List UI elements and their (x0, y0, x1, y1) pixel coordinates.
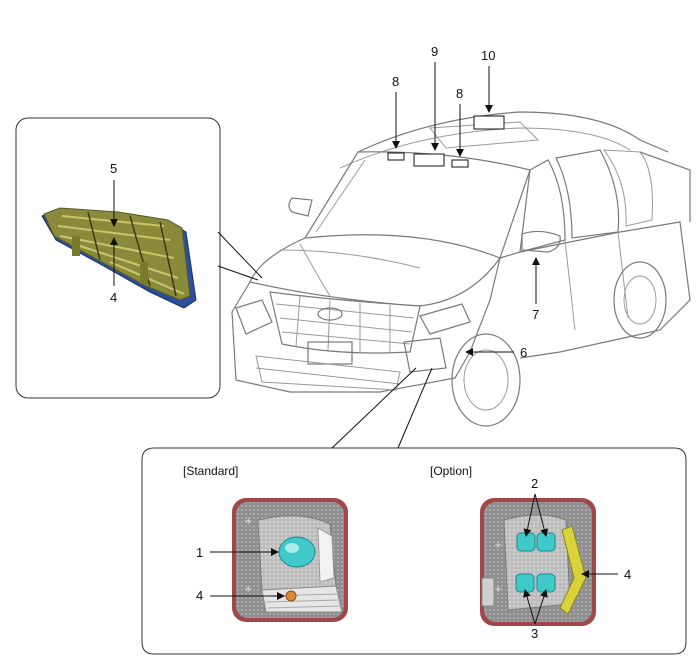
callout-1: 1 (196, 545, 203, 560)
bottom-panel-leader-right (397, 367, 433, 449)
arrow-3-left (523, 589, 536, 625)
svg-text:+: + (494, 540, 502, 551)
callout-8-left: 8 (392, 74, 399, 89)
sensor-box-8-right (451, 159, 469, 168)
callout-8-right: 8 (456, 86, 463, 101)
sensor-3-left (515, 573, 535, 593)
arrow-2-left (523, 493, 536, 537)
vehicle-outline (231, 111, 691, 427)
arrow-3-right (534, 589, 548, 625)
callout-5: 5 (110, 161, 117, 176)
caption-standard: [Standard] (183, 464, 238, 478)
callout-9: 9 (431, 44, 438, 59)
callout-3: 3 (531, 626, 538, 641)
sensor-1-highlight (285, 543, 299, 553)
bottom-panel-leader-left (331, 367, 417, 449)
sensor-box-10 (473, 115, 505, 130)
callout-2: 2 (531, 476, 538, 491)
radiator-grille-part (41, 207, 197, 309)
callout-4-inset: 4 (110, 290, 117, 305)
sensor-1-cyan (278, 536, 316, 568)
caption-option: [Option] (430, 464, 472, 478)
sensor-4-orange (285, 590, 297, 602)
callout-10: 10 (481, 48, 495, 63)
bottom-panel (141, 447, 687, 655)
svg-text:+: + (244, 516, 252, 527)
callout-7: 7 (532, 307, 539, 322)
grille-inset-leader-top (217, 231, 263, 279)
sensor-box-8-left (387, 152, 405, 161)
option-yellow-strip (559, 525, 587, 615)
callout-6: 6 (520, 345, 527, 360)
callout-4-option: 4 (624, 567, 631, 582)
sensor-box-9 (413, 153, 445, 167)
svg-text:+: + (244, 584, 252, 595)
callout-4-standard: 4 (196, 588, 203, 603)
svg-text:+: + (494, 584, 502, 595)
grille-inset-leader-bottom (217, 265, 259, 281)
sensor-3-right (536, 573, 556, 593)
arrow-2-right (534, 493, 549, 537)
